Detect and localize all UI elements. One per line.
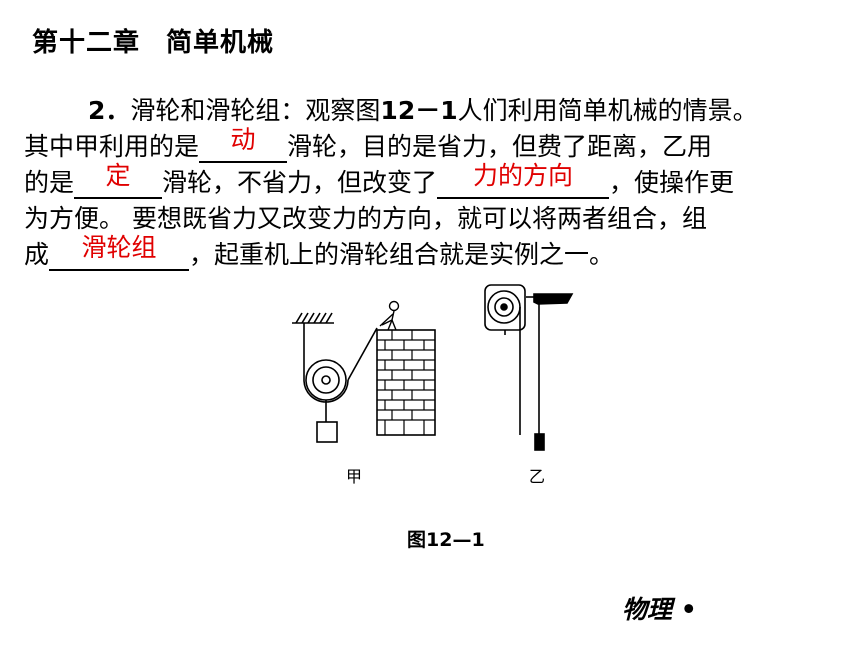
answer-3: 力的方向 bbox=[473, 161, 574, 190]
question-text: 成 bbox=[24, 240, 50, 269]
answer-blank-4: 滑轮组 bbox=[49, 233, 190, 271]
subject-footer: 物理 • bbox=[622, 595, 697, 624]
question-text: ，使操作更 bbox=[609, 168, 735, 197]
movable-pulley-diagram bbox=[292, 300, 436, 443]
pulley-figure: 甲 乙 bbox=[292, 284, 574, 486]
question-text: 滑轮，不省力，但改变了 bbox=[162, 168, 438, 197]
support-bracket bbox=[533, 293, 574, 305]
ceiling-hatch bbox=[295, 312, 333, 324]
rope-pull bbox=[347, 327, 378, 381]
question-text: 其中甲利用的是 bbox=[24, 132, 200, 161]
answer-blank-3: 力的方向 bbox=[437, 161, 610, 199]
figure-caption: 图12—1 bbox=[407, 529, 485, 551]
answer-1: 动 bbox=[230, 125, 256, 154]
question-line-5: 成 滑轮组 ，起重机上的滑轮组合就是实例之一。 bbox=[24, 233, 844, 273]
movable-pulley-wheel bbox=[305, 359, 347, 401]
chapter-name: 简单机械 bbox=[166, 28, 275, 58]
hanging-weight bbox=[534, 433, 545, 451]
load-block bbox=[316, 421, 338, 443]
chapter-heading: 第十二章简单机械 bbox=[32, 22, 274, 59]
figure-reference: 12－1 bbox=[380, 96, 458, 125]
question-line-3: 的是 定 滑轮，不省力，但改变了 力的方向 ，使操作更 bbox=[24, 161, 844, 201]
question-line-1: 2．滑轮和滑轮组：观察图12－1人们利用简单机械的情景。 bbox=[24, 93, 844, 129]
question-paragraph: 2．滑轮和滑轮组：观察图12－1人们利用简单机械的情景。 其中甲利用的是动滑轮，… bbox=[24, 93, 844, 273]
question-line-2: 其中甲利用的是 动 滑轮，目的是省力，但费了距离，乙用 bbox=[24, 125, 844, 165]
answer-2: 定 bbox=[105, 161, 131, 190]
question-text: 的是 bbox=[24, 168, 75, 197]
question-text: 滑轮和滑轮组：观察图 bbox=[130, 96, 381, 125]
brick-lines bbox=[377, 330, 435, 435]
fixed-pulley-diagram bbox=[484, 284, 574, 451]
question-line-4: 为方便。 要想既省力又改变力的方向，就可以将两者组合，组 bbox=[24, 201, 844, 237]
chapter-label: 第十二章 bbox=[32, 28, 141, 58]
answer-blank-1: 动 bbox=[199, 125, 288, 163]
person-figure bbox=[379, 300, 400, 331]
answer-blank-2: 定 bbox=[74, 161, 163, 199]
question-text: ，起重机上的滑轮组合就是实例之一。 bbox=[189, 240, 615, 269]
label-jia: 甲 bbox=[346, 467, 362, 486]
question-number: 2． bbox=[88, 96, 131, 125]
question-text: 人们利用简单机械的情景。 bbox=[457, 96, 758, 125]
answer-4: 滑轮组 bbox=[81, 233, 157, 262]
question-text: 为方便。 要想既省力又改变力的方向，就可以将两者组合，组 bbox=[24, 204, 707, 233]
label-yi: 乙 bbox=[529, 467, 545, 486]
brick-wall bbox=[376, 329, 436, 436]
question-text: 滑轮，目的是省力，但费了距离，乙用 bbox=[287, 132, 713, 161]
